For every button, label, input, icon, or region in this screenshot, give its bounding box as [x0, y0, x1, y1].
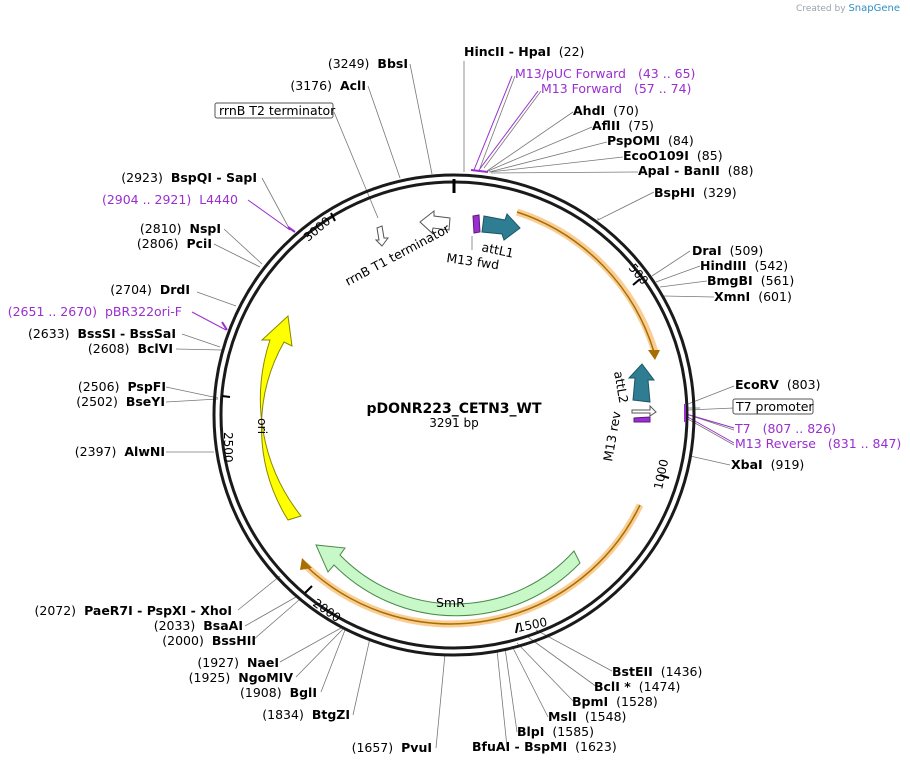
site-bbsi: (3249)BbsI [328, 56, 408, 71]
site-hincii: HincII - HpaI(22) [464, 44, 584, 59]
scale-ticks [221, 212, 670, 634]
primer-marks [221, 169, 686, 422]
cetn3-orf-lower-arrow [300, 558, 312, 570]
site-ngomiv: (1925)NgoMIV [189, 670, 294, 685]
site-btgzi: (1834)BtgZI [262, 707, 350, 722]
site-alwni: (2397)AlwNI [75, 444, 165, 459]
site-ecorv: EcoRV(803) [735, 377, 820, 392]
primer-l4440: (2904 .. 2921)L4440 [102, 192, 238, 207]
tick-label-1500: 1500 [516, 615, 549, 635]
site-bclvi: (2608)BclVI [88, 341, 173, 356]
cetn3-orf-lower-line [304, 504, 641, 625]
site-pvui: (1657)PvuI [352, 740, 432, 755]
smr-label: SmR [436, 595, 465, 610]
site-drdi: (2704)DrdI [110, 282, 190, 297]
t7-promoter-box [732, 398, 814, 415]
credit-text: Created by [796, 4, 846, 14]
backbone-outer [212, 173, 696, 657]
site-bfuai: BfuAI - BspMI(1623) [472, 739, 617, 754]
leader-lines [165, 61, 735, 749]
site-aflii: AflII(75) [592, 118, 654, 133]
m13-rev-label: M13 rev [600, 409, 624, 462]
site-paer7i: (2072)PaeR7I - PspXI - XhoI [34, 603, 232, 618]
plasmid-length: 3291 bp [429, 416, 479, 430]
site-msli: MslI(1548) [548, 709, 626, 724]
primer-m13-reverse: M13 Reverse(831 .. 847) [735, 436, 901, 451]
site-nspi: (2810)NspI [140, 221, 221, 236]
primer-m13-puc-forward: M13/pUC Forward(43 .. 65) [515, 66, 695, 81]
primer-pbr322ori-f: (2651 .. 2670)pBR322ori-F [8, 304, 182, 319]
rrnb-t2-arrow [374, 225, 389, 247]
site-pspfi: (2506)PspFI [78, 379, 166, 394]
site-bsshii: (2000)BssHII [162, 633, 256, 648]
primer-t7: T7(807 .. 826) [734, 421, 836, 436]
site-bsssi: (2633)BssSI - BssSaI [28, 326, 176, 341]
m13-fwd-marker [472, 214, 481, 234]
attl1-arrow [481, 213, 521, 241]
site-bsteii: BstEII(1436) [612, 664, 702, 679]
attl1-label: attL1 [480, 239, 515, 260]
attl2-arrow [627, 363, 655, 403]
ori-arrow [259, 314, 302, 521]
rrnb-t1-label: rrnB T1 terminator [342, 220, 452, 288]
m13-fwd-label: M13 fwd [446, 250, 501, 272]
site-bsaai: (2033)BsaAI [154, 618, 243, 633]
site-hindiii: HindIII(542) [700, 258, 788, 273]
site-bpmi: BpmI(1528) [572, 694, 658, 709]
smr-arrow [315, 544, 581, 617]
site-pspomi: PspOMI(84) [607, 133, 694, 148]
rrnb-t1-arrow [419, 209, 451, 234]
tick-label-2000: 2000 [310, 596, 343, 625]
site-naei: (1927)NaeI [197, 655, 279, 670]
m13-rev-marker [633, 416, 651, 423]
site-ahdi: AhdI(70) [573, 103, 639, 118]
tick-label-1000: 1000 [651, 458, 671, 491]
t7-promoter-marker [631, 404, 657, 417]
site-bgli: (1908)BglI [240, 685, 317, 700]
rrnb-t2-box [214, 102, 334, 119]
cetn3-orf-upper-line [516, 211, 655, 353]
site-xbai: XbaI(919) [731, 457, 804, 472]
attl2-label: attL2 [611, 370, 631, 405]
primer-m13-forward: M13 Forward(57 .. 74) [541, 81, 691, 96]
plasmid-name: pDONR223_CETN3_WT [366, 401, 542, 417]
snapgene-logo: SnapGene [848, 3, 900, 14]
site-drai: DraI(509) [692, 243, 763, 258]
cetn3-orf-upper-arrow [648, 350, 660, 360]
site-bmgbi: BmgBI(561) [707, 273, 794, 288]
tick-label-2500: 2500 [221, 432, 235, 463]
rrnb-t2-label: rrnB T2 terminator [219, 103, 336, 118]
site-apai: ApaI - BanII(88) [638, 163, 753, 178]
site-bsphi: BspHI(329) [654, 185, 737, 200]
site-bspqi: (2923)BspQI - SapI [121, 170, 257, 185]
site-bcli: BclI *(1474) [594, 679, 680, 694]
cetn3-orf-upper [515, 208, 659, 354]
site-ecoo109i: EcoO109I(85) [623, 148, 723, 163]
t7-promoter-label: T7 promoter [735, 399, 814, 414]
ori-label: ori [255, 418, 270, 434]
site-blpi: BlpI(1585) [517, 724, 594, 739]
site-xmni: XmnI(601) [714, 289, 792, 304]
snapgene-credit: Created by SnapGene [796, 3, 900, 14]
site-acli: (3176)AclI [290, 78, 366, 93]
site-pcii: (2806)PciI [137, 236, 212, 251]
site-bseyi: (2502)BseYI [76, 394, 165, 409]
